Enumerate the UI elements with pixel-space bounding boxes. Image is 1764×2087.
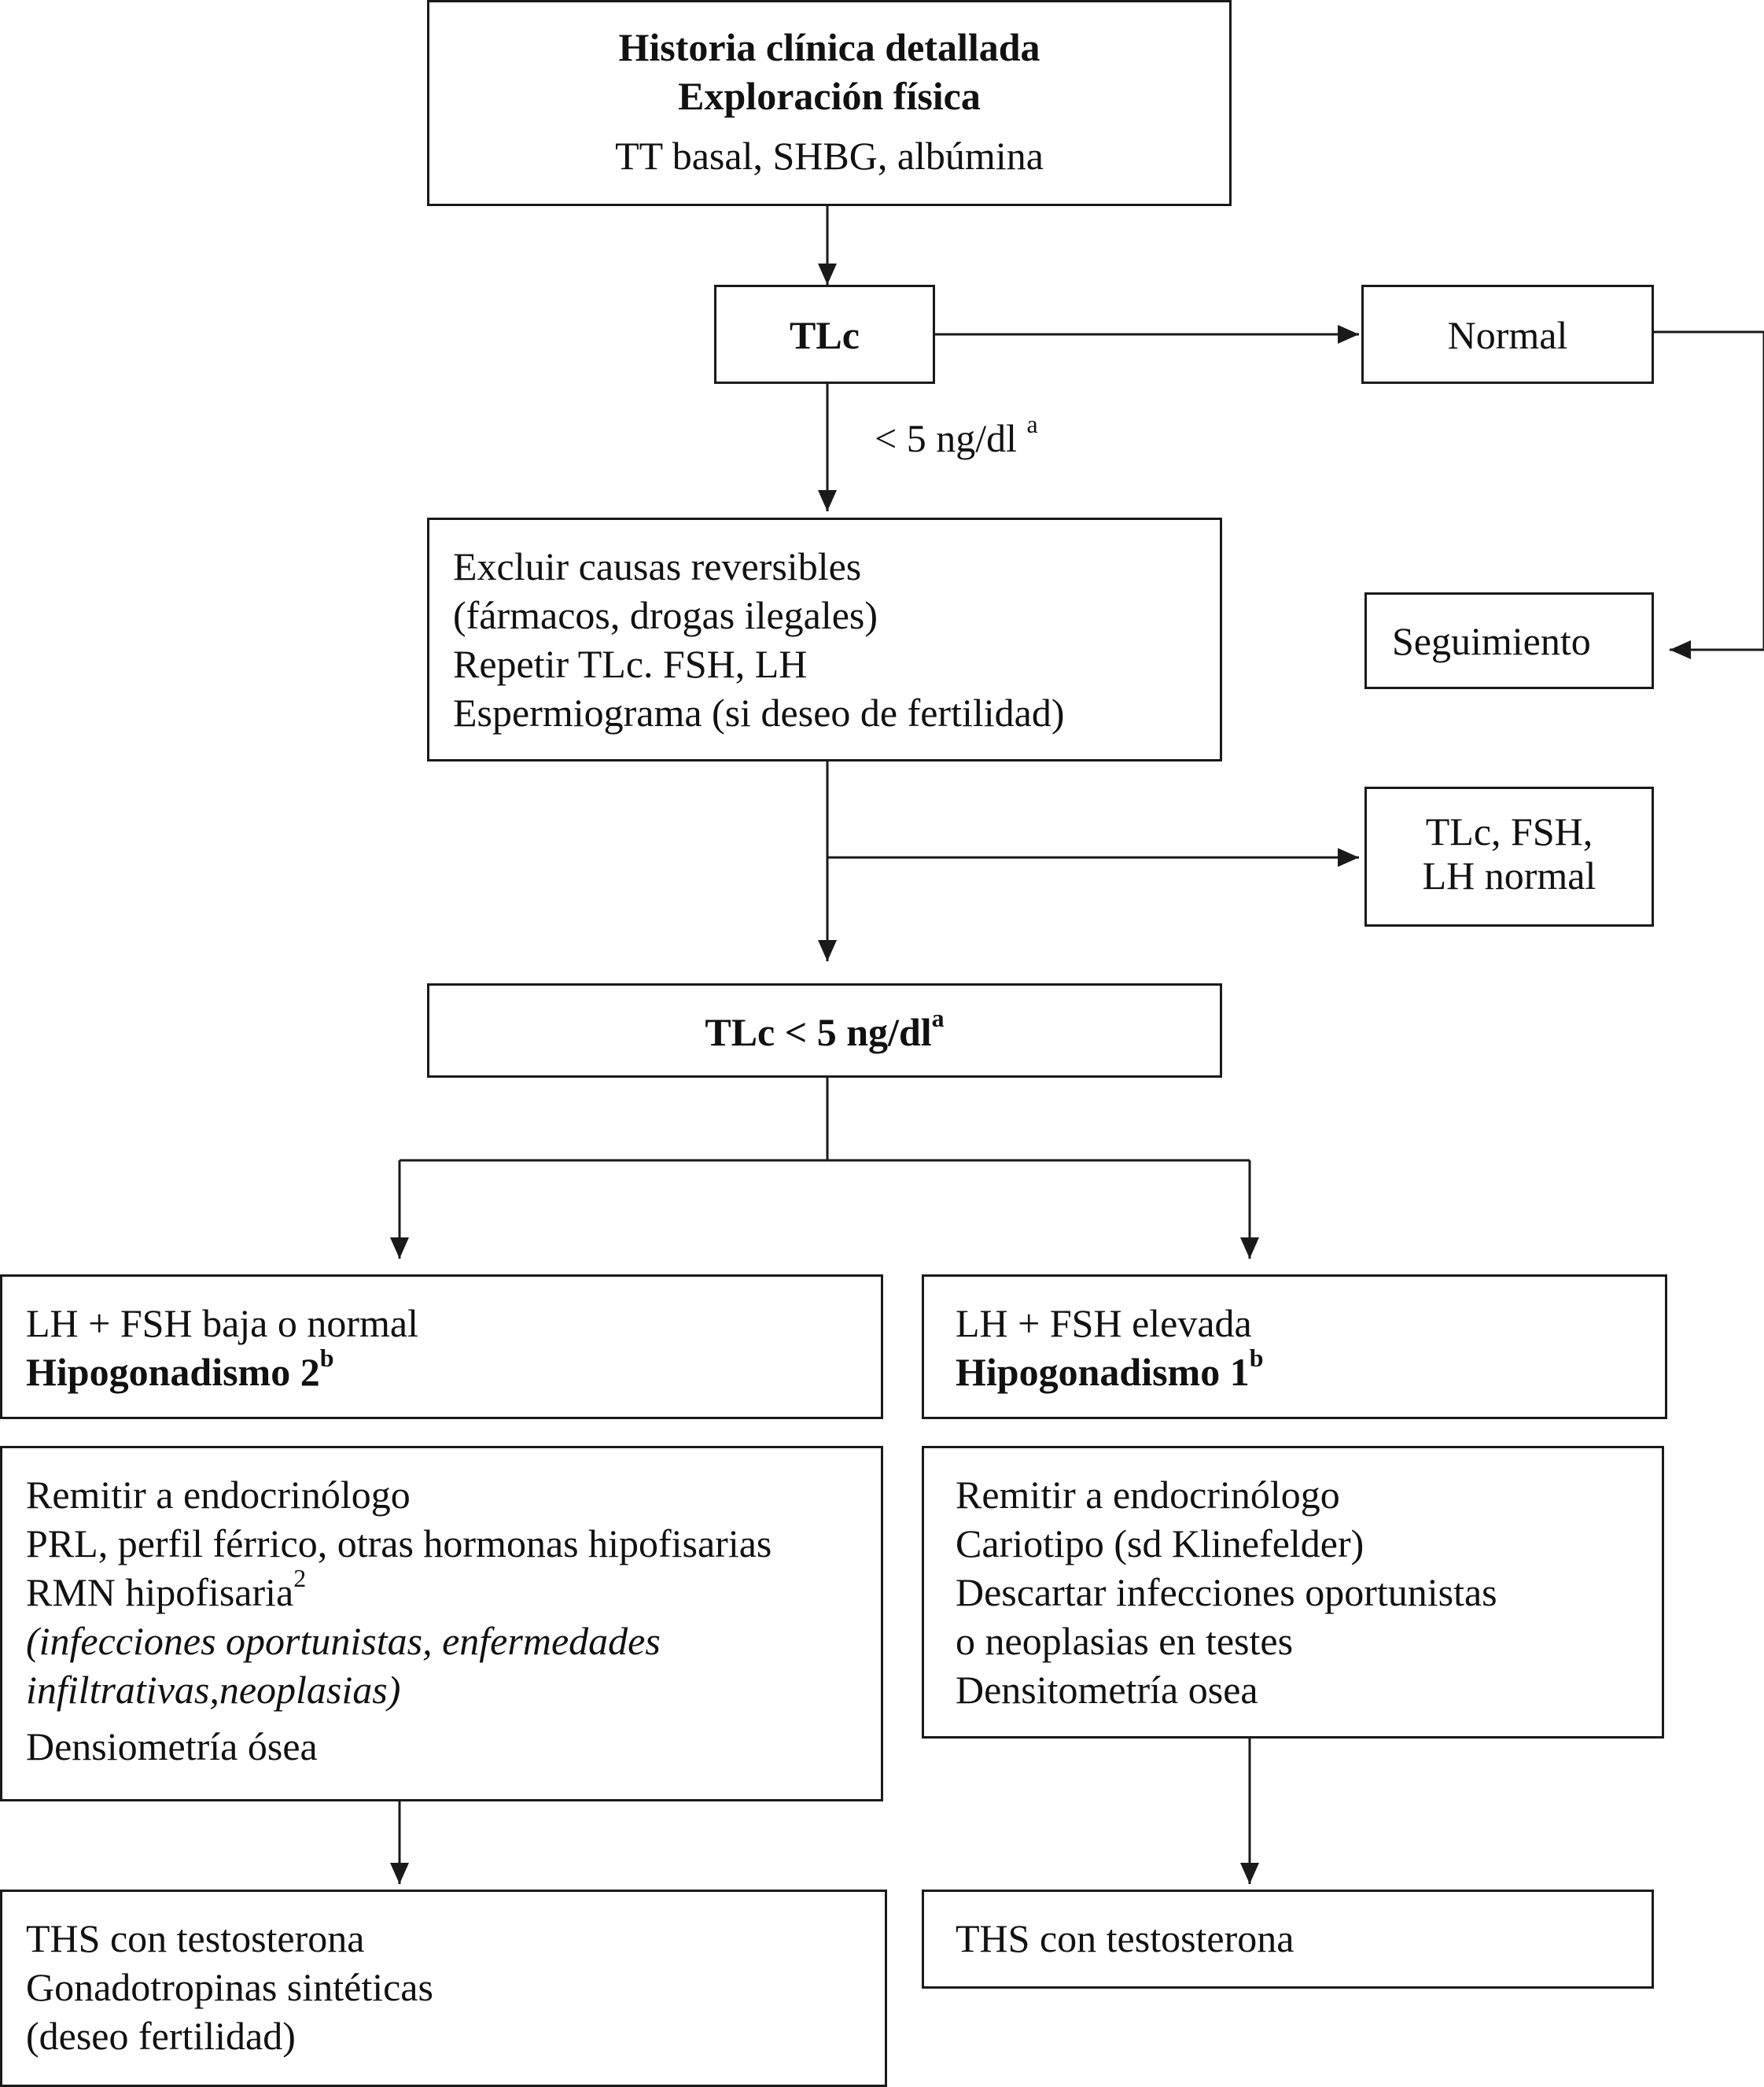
hypo2-box: LH + FSH baja o normal Hipogonadismo 2b [0, 1274, 883, 1419]
hypo2-title: Hipogonadismo 2 [26, 1350, 320, 1394]
history-tests: TT basal, SHBG, albúmina [615, 134, 1044, 178]
hypo2-title-line: Hipogonadismo 2b [26, 1345, 881, 1396]
seguimiento-label: Seguimiento [1392, 619, 1591, 663]
workup1-line-3: Descartar infecciones oportunistas [956, 1570, 1497, 1614]
edge-label-threshold: < 5 ng/dl a [875, 411, 1038, 461]
exclude-box: Excluir causas reversibles (fármacos, dr… [427, 518, 1222, 761]
treat2-box: THS con testosterona Gonadotropinas sint… [0, 1890, 887, 2087]
arrow-normal-to-seguimiento [1654, 330, 1764, 659]
workup1-line-4: o neoplasias en testes [956, 1619, 1294, 1663]
normal-results-line-1: TLc, FSH, [1425, 809, 1593, 854]
treat1-label: THS con testosterona [956, 1916, 1294, 1960]
treat1-box: THS con testosterona [922, 1890, 1654, 1989]
treat2-line-1: THS con testosterona [26, 1916, 365, 1960]
workup2-rmn-sup: 2 [293, 1564, 307, 1592]
hypo1-line-1: LH + FSH elevada [956, 1301, 1252, 1345]
workup1-line-1: Remitir a endocrinólogo [956, 1473, 1340, 1517]
workup2-rmn: RMN hipofisaria [26, 1570, 294, 1614]
tlc-low-box: TLc < 5 ng/dla [427, 983, 1222, 1078]
workup2-italic-2: infiltrativas,neoplasias) [26, 1668, 401, 1712]
treat2-line-2: Gonadotropinas sintéticas [26, 1965, 433, 2009]
treat2-line-3: (deseo fertilidad) [26, 2014, 296, 2058]
workup1-line-5: Densitometría osea [956, 1668, 1258, 1712]
workup1-box: Remitir a endocrinólogo Cariotipo (sd Kl… [922, 1446, 1664, 1739]
edge-label-threshold-sup: a [1026, 410, 1038, 438]
normal-box: Normal [1361, 285, 1654, 384]
workup2-line-1: Remitir a endocrinólogo [26, 1473, 411, 1517]
tlc-low-sup: a [931, 1004, 945, 1032]
tlc-low-label: TLc < 5 ng/dla [429, 1005, 1220, 1056]
exclude-line-3: Repetir TLc. FSH, LH [453, 642, 808, 686]
normal-results-box: TLc, FSH, LH normal [1364, 787, 1654, 927]
tlc-low-text: TLc < 5 ng/dl [705, 1010, 932, 1054]
workup2-line-2: PRL, perfil férrico, otras hormonas hipo… [26, 1521, 772, 1565]
workup1-line-2: Cariotipo (sd Klinefelder) [956, 1521, 1364, 1565]
hypo1-title-line: Hipogonadismo 1b [956, 1345, 1665, 1396]
tlc-label: TLc [790, 313, 860, 357]
workup2-line-3: RMN hipofisaria2 [26, 1565, 881, 1617]
hypo1-sup: b [1249, 1344, 1264, 1372]
exclude-line-2: (fármacos, drogas ilegales) [453, 593, 878, 637]
hypo2-sup: b [319, 1344, 334, 1372]
history-title-1: Historia clínica detallada [618, 25, 1040, 69]
hypo2-line-1: LH + FSH baja o normal [26, 1301, 418, 1345]
exclude-line-4: Espermiograma (si deseo de fertilidad) [453, 691, 1065, 735]
workup2-italic-1: (infecciones oportunistas, enfermedades [26, 1619, 661, 1663]
normal-label: Normal [1447, 313, 1568, 357]
workup2-box: Remitir a endocrinólogo PRL, perfil férr… [0, 1446, 883, 1801]
exclude-line-1: Excluir causas reversibles [453, 544, 862, 588]
history-box: Historia clínica detallada Exploración f… [427, 0, 1232, 206]
history-title-2: Exploración física [678, 74, 981, 118]
hypo1-title: Hipogonadismo 1 [956, 1350, 1250, 1394]
edge-label-threshold-text: < 5 ng/dl [875, 416, 1017, 460]
workup2-line-6: Densiometría ósea [26, 1724, 318, 1768]
normal-results-line-2: LH normal [1422, 854, 1596, 898]
hypo1-box: LH + FSH elevada Hipogonadismo 1b [922, 1274, 1667, 1419]
tlc-box: TLc [714, 285, 935, 384]
seguimiento-box: Seguimiento [1364, 592, 1654, 689]
